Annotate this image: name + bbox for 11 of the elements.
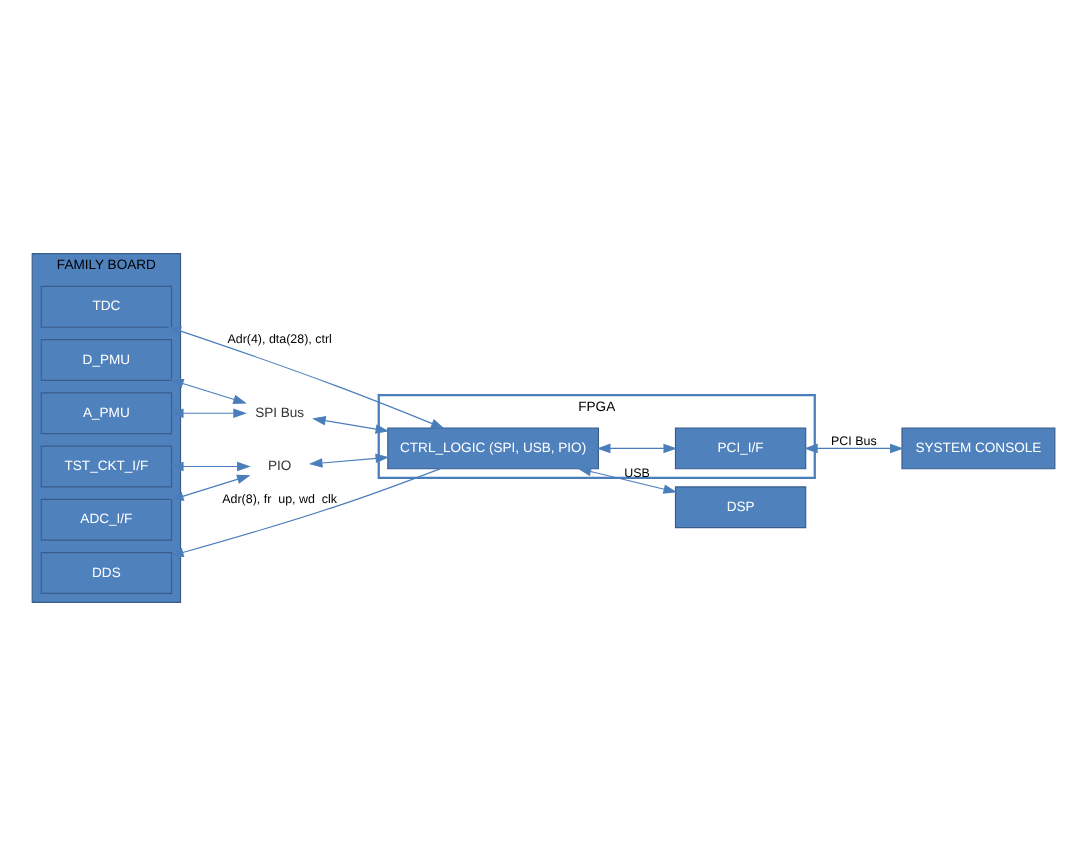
- arrow: [596, 442, 678, 453]
- arrow: [170, 378, 247, 403]
- arrow: [169, 407, 247, 418]
- arrow: [308, 452, 390, 467]
- arrow: [804, 442, 904, 453]
- arrow: [312, 415, 390, 433]
- arrow: [170, 467, 441, 557]
- arrow: [169, 460, 251, 471]
- arrow: [167, 325, 445, 428]
- arrow: [577, 465, 678, 493]
- arrow: [170, 473, 251, 500]
